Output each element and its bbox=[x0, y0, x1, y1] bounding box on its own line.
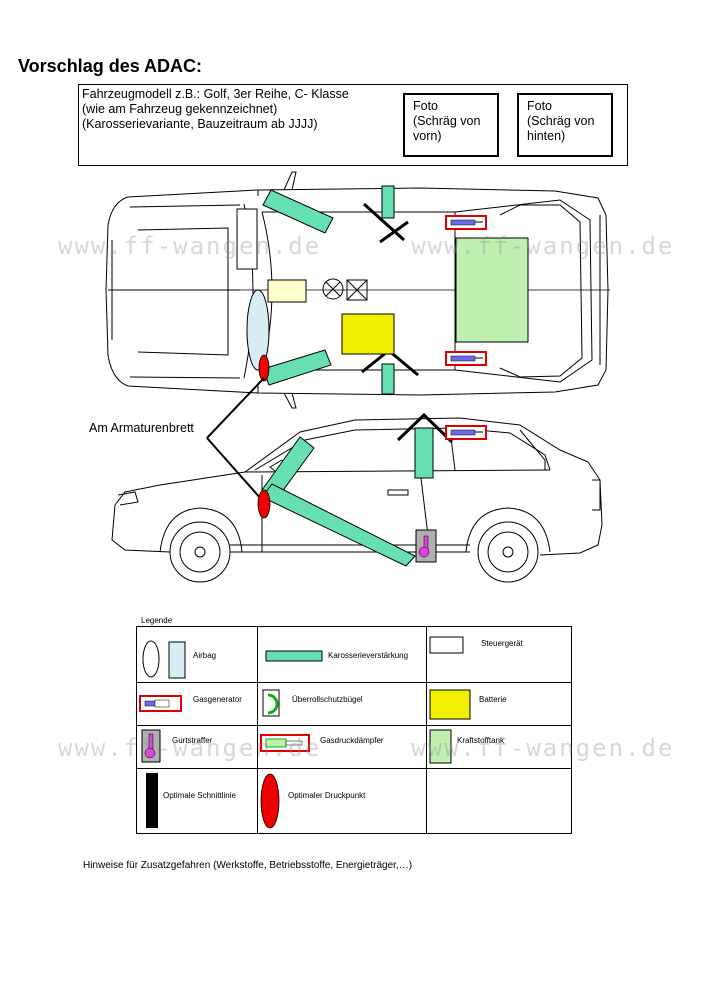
airbag-icon bbox=[142, 640, 186, 679]
b-pillar-reinforcement-top bbox=[381, 185, 395, 219]
sill-reinforcement-side bbox=[261, 483, 416, 567]
legend-title: Legende bbox=[141, 616, 173, 625]
photo-rear-placeholder: Foto (Schräg von hinten) bbox=[517, 93, 613, 157]
legend-cell-airbag: Airbag bbox=[136, 626, 258, 683]
b-pillar-reinforcement-bottom bbox=[381, 363, 395, 395]
control-unit-icon bbox=[429, 636, 464, 654]
legend-cell-reinforcement: Karosserieverstärkung bbox=[257, 626, 427, 683]
vehicle-marking-line: (wie am Fahrzeug gekennzeichnet) bbox=[82, 102, 278, 116]
switch-symbols bbox=[322, 278, 368, 301]
watermark: www.ff-wangen.de www.ff-wangen.de bbox=[58, 734, 674, 762]
vehicle-model-line: Fahrzeugmodell z.B.: Golf, 3er Reihe, C-… bbox=[82, 87, 349, 101]
watermark-text: www.ff-wangen.de bbox=[411, 734, 675, 762]
battery-top-view bbox=[341, 313, 395, 355]
b-pillar-reinforcement-side bbox=[414, 427, 434, 479]
legend-cell-battery: Batterie bbox=[426, 682, 572, 726]
watermark-text: www.ff-wangen.de bbox=[58, 232, 322, 260]
legend-label-fuel-tank: Kraftstofftank bbox=[457, 736, 504, 745]
belt-tensioner-side bbox=[415, 529, 437, 563]
cut-line-icon bbox=[146, 773, 158, 828]
photo-rear-line: Foto bbox=[527, 99, 553, 113]
watermark: www.ff-wangen.de www.ff-wangen.de bbox=[58, 232, 674, 260]
gas-generator-side bbox=[445, 425, 487, 440]
pressure-point-side-view bbox=[257, 489, 271, 519]
airbag-top-view bbox=[246, 289, 270, 371]
vehicle-info-box: Fahrzeugmodell z.B.: Golf, 3er Reihe, C-… bbox=[78, 84, 628, 166]
reinforcement-icon bbox=[265, 650, 323, 662]
rear-wheel bbox=[465, 507, 551, 583]
legend-label-gas-generator: Gasgenerator bbox=[193, 695, 242, 704]
legend-cell-fuel-tank: Kraftstofftank bbox=[426, 725, 572, 769]
vehicle-variant-line: (Karosserievariante, Bauzeitraum ab JJJJ… bbox=[82, 117, 318, 131]
legend-label-reinforcement: Karosserieverstärkung bbox=[328, 651, 409, 660]
photo-front-line: (Schräg von bbox=[413, 114, 481, 128]
legend-cell-cut-line: Optimale Schnittlinie bbox=[136, 768, 258, 834]
legend-cell-control-unit: Steuergerät bbox=[426, 626, 572, 683]
photo-front-placeholder: Foto (Schräg von vorn) bbox=[403, 93, 499, 157]
dashboard-label: Am Armaturenbrett bbox=[89, 421, 194, 435]
watermark-text: www.ff-wangen.de bbox=[58, 734, 322, 762]
legend-cell-empty bbox=[426, 768, 572, 834]
legend-cell-gas-generator: Gasgenerator bbox=[136, 682, 258, 726]
photo-rear-line: hinten) bbox=[527, 129, 566, 143]
fuel-tank-top-view bbox=[455, 237, 529, 343]
gas-generator-icon bbox=[139, 695, 182, 712]
gas-generator-top-2 bbox=[445, 351, 487, 366]
cut-mark-side bbox=[396, 412, 454, 444]
legend-cell-rollbar: Überrollschutzbügel bbox=[257, 682, 427, 726]
pressure-point-icon bbox=[260, 773, 280, 829]
legend-table: Airbag Karosserieverstärkung Steuergerät… bbox=[136, 626, 572, 834]
photo-rear-line: (Schräg von bbox=[527, 114, 595, 128]
a-pillar-reinforcement-bottom bbox=[262, 349, 332, 386]
pressure-point-top-view bbox=[258, 354, 270, 382]
legend-label-cut-line: Optimale Schnittlinie bbox=[163, 791, 236, 800]
control-unit-center bbox=[267, 279, 307, 303]
legend-cell-belt-tensioner: Gurtstraffer bbox=[136, 725, 258, 769]
legend-label-rollbar: Überrollschutzbügel bbox=[292, 695, 363, 704]
photo-front-line: vorn) bbox=[413, 129, 442, 143]
legend-label-pressure-point: Optimaler Druckpunkt bbox=[288, 791, 366, 800]
photo-front-line: Foto bbox=[413, 99, 439, 113]
belt-tensioner-icon bbox=[141, 729, 161, 763]
gas-generator-top-1 bbox=[445, 215, 487, 230]
legend-cell-gas-damper: Gasdruckdämpfer bbox=[257, 725, 427, 769]
legend-cell-pressure-point: Optimaler Druckpunkt bbox=[257, 768, 427, 834]
battery-icon bbox=[429, 689, 471, 720]
legend-label-gas-damper: Gasdruckdämpfer bbox=[320, 736, 384, 745]
hint-text: Hinweise für Zusatzgefahren (Werkstoffe,… bbox=[83, 860, 413, 871]
watermark-text: www.ff-wangen.de bbox=[411, 232, 675, 260]
a-pillar-reinforcement-top bbox=[262, 189, 334, 234]
legend-label-airbag: Airbag bbox=[193, 651, 217, 660]
fuel-tank-icon bbox=[429, 729, 452, 764]
dashboard-leader bbox=[206, 377, 265, 501]
legend-label-battery: Batterie bbox=[479, 695, 507, 704]
car-diagram bbox=[105, 171, 610, 583]
front-wheel bbox=[159, 507, 243, 583]
legend-label-belt-tensioner: Gurtstraffer bbox=[172, 736, 213, 745]
control-unit-front-left bbox=[236, 208, 258, 270]
page-title: Vorschlag des ADAC: bbox=[18, 56, 203, 76]
rollbar-icon bbox=[262, 689, 280, 717]
cut-mark-top bbox=[362, 202, 409, 244]
legend-label-control-unit: Steuergerät bbox=[481, 639, 523, 648]
gas-damper-icon bbox=[260, 734, 310, 752]
